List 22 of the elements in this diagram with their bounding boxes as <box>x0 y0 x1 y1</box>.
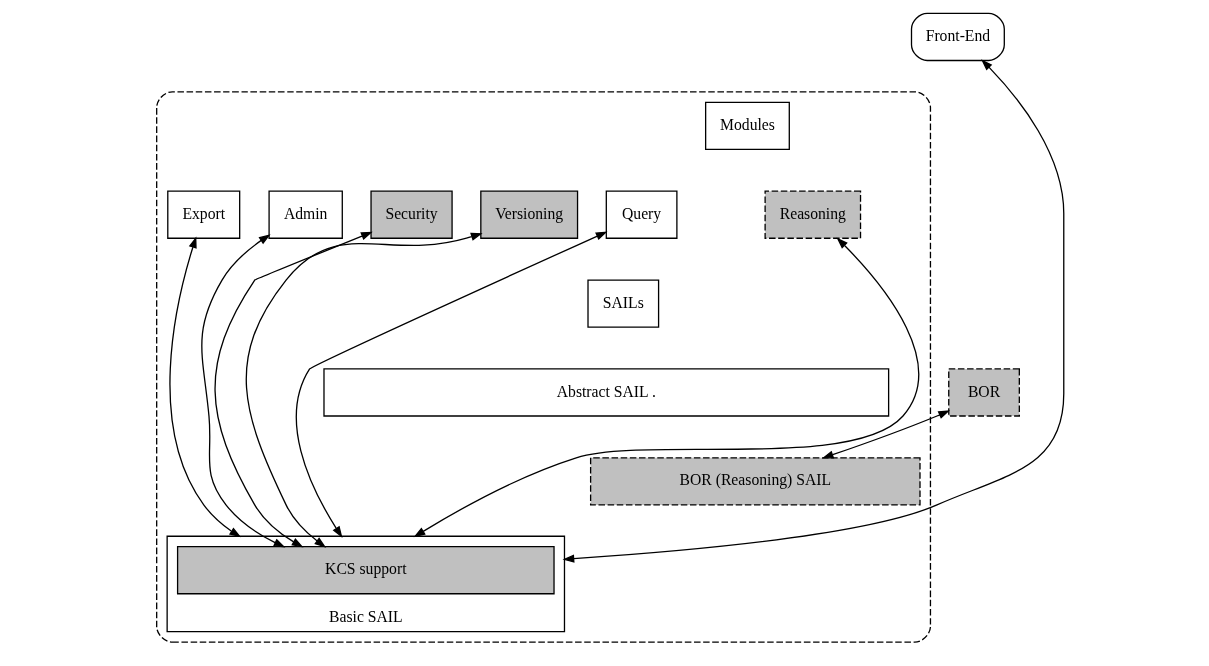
node-box: Versioning <box>479 190 578 239</box>
node-box: Admin <box>267 190 343 239</box>
node-box: Reasoning <box>763 190 861 239</box>
arrow <box>168 236 241 538</box>
arrow <box>413 237 919 538</box>
node-box: SAILs <box>586 279 659 328</box>
node-box: Security <box>369 190 453 239</box>
cluster <box>155 91 931 643</box>
node-box: Abstract SAIL . <box>322 368 889 417</box>
arrow <box>295 231 607 538</box>
node-box: BOR <box>947 368 1020 417</box>
node-box: KCS support <box>176 546 555 595</box>
node-box: BOR (Reasoning) SAIL <box>589 457 921 506</box>
arrow <box>200 234 285 548</box>
arrow <box>562 59 1064 563</box>
node-box: Modules <box>704 101 790 150</box>
node-box: Export <box>166 190 240 239</box>
node-box: Front-End <box>910 12 1005 62</box>
arrow <box>245 232 483 548</box>
node-box: Query <box>605 190 678 239</box>
arrow <box>213 231 373 548</box>
arrow <box>821 410 950 459</box>
